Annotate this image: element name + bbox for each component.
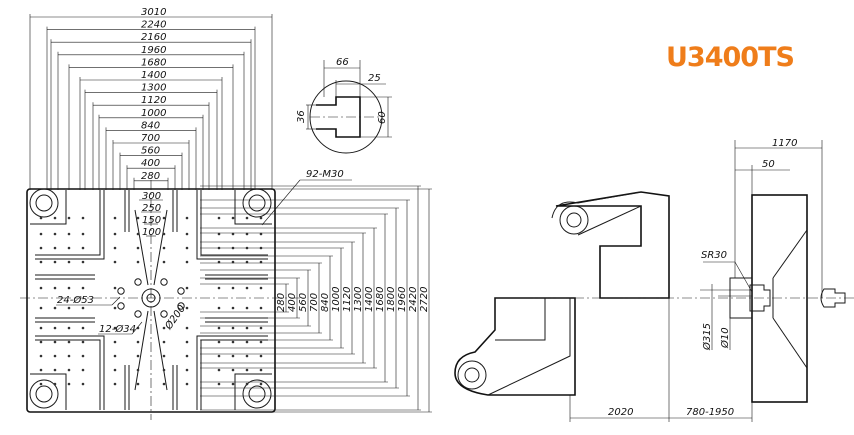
slot-dim-36: 36 <box>296 110 307 123</box>
dim-2020: 2020 <box>608 407 633 418</box>
v-dim-label: 1800 <box>386 287 397 312</box>
t-slot-detail: 66 25 36 60 <box>296 57 392 154</box>
v-dim-label: 2720 <box>419 287 430 312</box>
h-dim-label: 1000 <box>141 108 166 119</box>
h-dim-label: 400 <box>141 158 160 169</box>
thread-label: 92-M30 <box>306 169 344 180</box>
v-dim-label: 1000 <box>331 287 342 312</box>
h-dim-label: 1680 <box>141 57 166 68</box>
model-title: U3400TS <box>666 42 794 73</box>
h-dim-label: 700 <box>141 133 160 144</box>
h-dim-label: 2160 <box>141 32 166 43</box>
mounting-holes <box>39 216 263 386</box>
v-dim-label: 1400 <box>364 287 375 312</box>
slot-dim-66: 66 <box>336 57 349 68</box>
v-dim-label: 1680 <box>375 287 386 312</box>
v-dim-label: 280 <box>276 293 287 312</box>
hole-label-34: 12-Ø34 <box>99 323 136 335</box>
slot-dim-25: 25 <box>368 73 381 84</box>
hole-label-53: 24-Ø53 <box>57 294 94 306</box>
v-dim-label: 560 <box>298 293 309 312</box>
h-dim-label: 3010 <box>141 7 166 18</box>
t-slots <box>35 190 268 410</box>
dim-780-1950: 780-1950 <box>686 407 734 418</box>
h-dim-label: 560 <box>141 146 160 157</box>
dim-d315: Ø315 <box>701 323 713 351</box>
center-hole-label: Ø200 <box>162 303 188 333</box>
side-view: 1170 50 SR30 Ø315 Ø10 2020 780-1950 <box>454 138 854 422</box>
h-dim-label: 2240 <box>141 20 166 31</box>
v-dim-label: 1960 <box>397 287 408 312</box>
tie-bar-corners <box>29 188 272 410</box>
moving-platen <box>751 194 808 403</box>
h-dim-label: 1960 <box>141 45 166 56</box>
v-dim-label: 1300 <box>353 287 364 312</box>
center-dim-label: 100 <box>142 227 161 238</box>
dim-sr30: SR30 <box>701 250 727 261</box>
center-dim-label: 300 <box>142 191 161 202</box>
platen-front-view: 3010224021601960168014001300112010008407… <box>20 7 432 420</box>
slot-dim-60: 60 <box>377 111 388 124</box>
h-dim-label: 1120 <box>141 95 166 106</box>
h-dim-label: 840 <box>141 120 160 131</box>
dim-50: 50 <box>762 159 775 170</box>
dim-1170: 1170 <box>772 138 797 149</box>
center-hole <box>141 288 161 308</box>
center-dim-label: 250 <box>142 203 161 214</box>
v-dim-label: 2420 <box>408 287 419 312</box>
v-dim-label: 1120 <box>342 287 353 312</box>
center-dim-label: 150 <box>142 215 161 226</box>
dim-d10: Ø10 <box>719 327 731 349</box>
v-dim-label: 400 <box>287 293 298 312</box>
h-dim-label: 1300 <box>141 83 166 94</box>
h-dim-label: 1400 <box>141 70 166 81</box>
h-dim-label: 280 <box>141 171 160 182</box>
v-dim-label: 840 <box>320 293 331 312</box>
v-dim-label: 700 <box>309 293 320 312</box>
